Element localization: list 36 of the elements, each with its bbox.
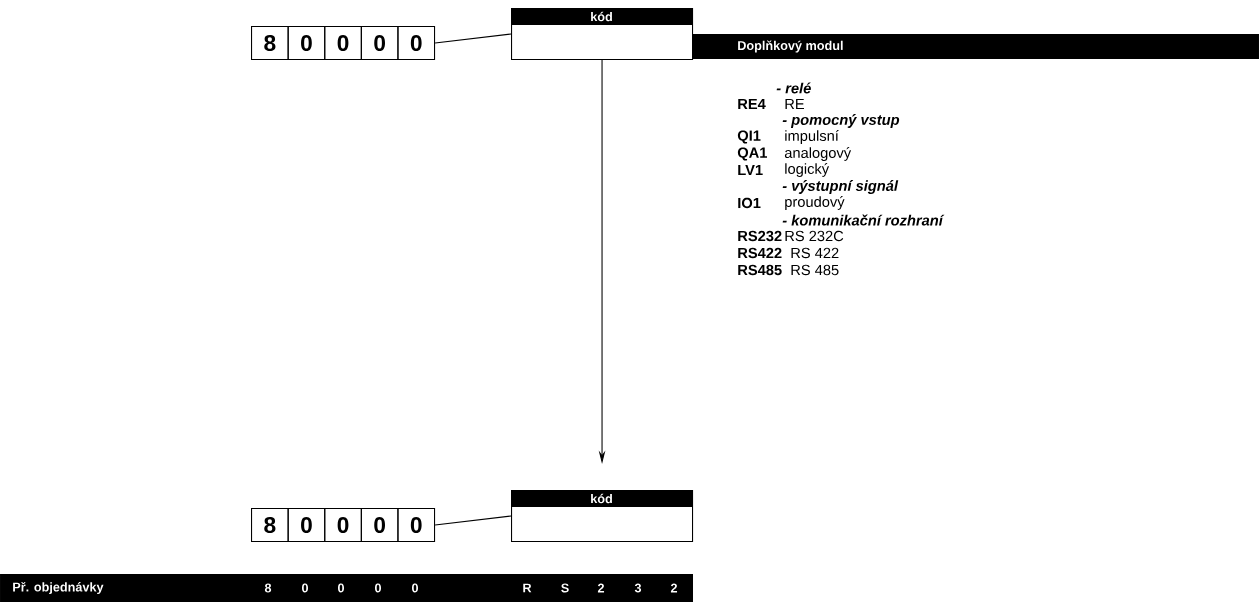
code-label: RS485 <box>738 264 782 276</box>
digit-cell: 0 <box>397 508 436 543</box>
code-label: IO1 <box>738 197 761 209</box>
digit-cell: 0 <box>324 26 362 61</box>
description-label: RS 485 <box>791 264 839 276</box>
category-heading: - výstupní signál <box>782 180 899 194</box>
category-heading: - komunikační rozhraní <box>782 214 945 226</box>
description-label: logický <box>785 163 830 177</box>
code-label: RS422 <box>738 247 782 259</box>
description-label: proudový <box>785 196 845 210</box>
category-heading: - pomocný vstup <box>782 114 900 128</box>
code-label: RE4 <box>738 98 766 110</box>
digit-cell: 0 <box>287 508 326 543</box>
code-label: QI1 <box>737 130 761 144</box>
code-box: kód <box>511 490 694 543</box>
description-label: RS 232C <box>785 230 844 242</box>
code-label: RS232 <box>738 230 782 242</box>
digit-cell: 0 <box>324 508 362 543</box>
code-label: QA1 <box>737 147 767 161</box>
order-bar: Př. objednávky 8 0 0 0 0 R S 2 3 2 <box>0 574 693 602</box>
connector-line <box>434 33 512 44</box>
digit-cell: 8 <box>251 508 289 543</box>
digit-cell: 0 <box>397 26 436 61</box>
description-label: RS 422 <box>791 247 839 259</box>
digit-cell: 0 <box>360 508 399 543</box>
description-label: RE <box>785 98 804 110</box>
digit-cell: 8 <box>251 26 289 61</box>
code-label: LV1 <box>738 164 763 176</box>
digit-cell: 0 <box>287 26 326 61</box>
description-label: impulsní <box>785 130 839 144</box>
header-band: Doplňkový modul <box>692 34 1259 59</box>
connector-line <box>434 515 512 526</box>
code-box: kód <box>511 8 694 61</box>
description-label: analogový <box>784 147 852 161</box>
category-heading: - relé <box>776 82 811 94</box>
digit-cell: 0 <box>360 26 399 61</box>
